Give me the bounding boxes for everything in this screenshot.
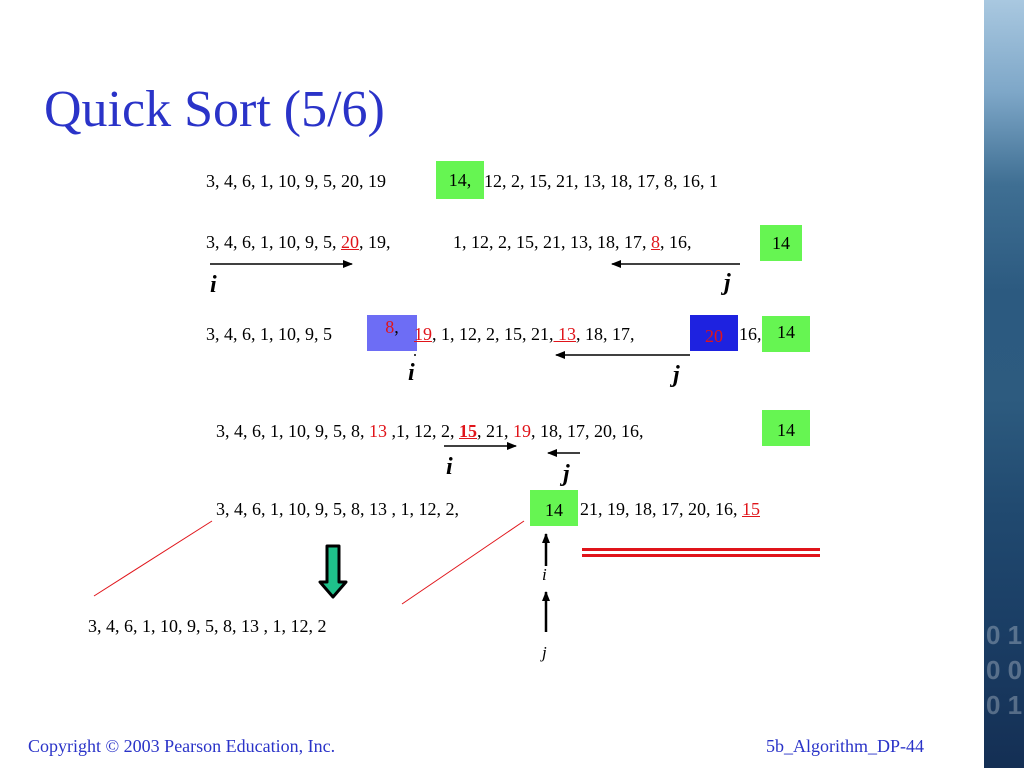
down-arrow-icon bbox=[318, 544, 348, 599]
decorative-sidebar bbox=[984, 0, 1024, 768]
pointer-j-label: j bbox=[673, 362, 680, 388]
row-text: 12, 2, 15, 21, 13, 18, 17, 8, 16, 1 bbox=[484, 171, 718, 191]
row-text: 3, 4, 6, 1, 10, 9, 5, 8, 13 , 1, 12, 2, bbox=[216, 499, 459, 519]
row-text: , 18, 17, 20, 16, bbox=[531, 421, 644, 441]
array-row-1: 3, 4, 6, 1, 10, 9, 5, 20, 19 bbox=[206, 169, 386, 193]
row-text: 3, 4, 6, 1, 10, 9, 5 bbox=[206, 324, 332, 344]
divider-bar bbox=[582, 548, 820, 551]
row-text: , 1, 12, 2, 15, 21, bbox=[432, 324, 554, 344]
pointer-i-label: i bbox=[446, 454, 453, 480]
row-text: 3, 4, 6, 1, 10, 9, 5, 20, 19 bbox=[206, 171, 386, 191]
row-text: , 16, bbox=[660, 232, 692, 252]
pointer-j-label: j bbox=[542, 643, 547, 662]
pivot-box: 14 bbox=[762, 410, 810, 446]
pointer-j-label: j bbox=[724, 270, 731, 296]
swap-box-i: 8, bbox=[367, 315, 417, 351]
swap-value: 20 bbox=[341, 232, 359, 252]
row-text: 16, bbox=[739, 324, 762, 344]
sidebar-pattern: 0 1 bbox=[986, 620, 1023, 650]
array-row-5: 3, 4, 6, 1, 10, 9, 5, 8, 13 , 1, 12, 2, bbox=[216, 497, 459, 521]
sidebar-pattern: 0 0 bbox=[986, 655, 1023, 685]
pivot-value: 14 bbox=[545, 500, 563, 520]
array-row-5-right: 21, 19, 18, 17, 20, 16, 15 bbox=[580, 497, 760, 521]
array-row-6: 3, 4, 6, 1, 10, 9, 5, 8, 13 , 1, 12, 2 bbox=[88, 614, 327, 638]
pointer-i-label: i bbox=[542, 565, 547, 584]
array-row-3: 3, 4, 6, 1, 10, 9, 5 bbox=[206, 322, 332, 346]
row-text: , 19, bbox=[359, 232, 391, 252]
pivot-box-final: 14 bbox=[530, 490, 578, 526]
row-text: 3, 4, 6, 1, 10, 9, 5, bbox=[206, 232, 341, 252]
swap-value: 19 bbox=[513, 421, 531, 441]
swap-box-j: 20 bbox=[690, 315, 738, 351]
array-row-2-right: 1, 12, 2, 15, 21, 13, 18, 17, 8, 16, bbox=[453, 230, 692, 254]
swap-value: 13 bbox=[553, 324, 576, 344]
swap-value: 15 bbox=[742, 499, 760, 519]
swap-value: 8 bbox=[385, 317, 395, 337]
array-row-3-mid: 19, 1, 12, 2, 15, 21, 13, 18, 17, bbox=[414, 322, 635, 346]
pivot-value: 14, bbox=[448, 170, 472, 190]
swap-value: 19 bbox=[414, 324, 432, 344]
pointer-j-label: j bbox=[563, 461, 570, 487]
array-row-3-end: 16, bbox=[739, 322, 762, 346]
row-text: ,1, 12, 2, bbox=[387, 421, 459, 441]
array-row-2: 3, 4, 6, 1, 10, 9, 5, 20, 19, bbox=[206, 230, 391, 254]
pivot-box: 14 bbox=[760, 225, 802, 261]
swap-value: 13 bbox=[369, 421, 387, 441]
slide-title: Quick Sort (5/6) bbox=[44, 81, 385, 138]
pivot-box: 14 bbox=[762, 316, 810, 352]
row-text: 1, 12, 2, 15, 21, 13, 18, 17, bbox=[453, 232, 651, 252]
swap-value: 8 bbox=[651, 232, 660, 252]
array-row-1-right: 12, 2, 15, 21, 13, 18, 17, 8, 16, 1 bbox=[484, 169, 718, 193]
divider-bar bbox=[582, 554, 820, 557]
sidebar-pattern: 0 1 bbox=[986, 690, 1023, 720]
pointer-i-label: i bbox=[210, 272, 217, 298]
pivot-box: 14, bbox=[436, 161, 484, 199]
row-text: 21, 19, 18, 17, 20, 16, bbox=[580, 499, 742, 519]
array-row-4: 3, 4, 6, 1, 10, 9, 5, 8, 13 ,1, 12, 2, 1… bbox=[216, 419, 644, 443]
row-text: , bbox=[394, 317, 399, 337]
footer-slide-id: 5b_Algorithm_DP-44 bbox=[766, 736, 925, 756]
row-text: , 18, 17, bbox=[576, 324, 635, 344]
row-text: 3, 4, 6, 1, 10, 9, 5, 8, bbox=[216, 421, 369, 441]
connector-line bbox=[93, 520, 213, 597]
row-text: , 21, bbox=[477, 421, 513, 441]
row-text: 3, 4, 6, 1, 10, 9, 5, 8, 13 , 1, 12, 2 bbox=[88, 616, 327, 636]
swap-value: 15 bbox=[459, 421, 477, 441]
pivot-value: 14 bbox=[777, 322, 795, 342]
pivot-value: 14 bbox=[772, 233, 790, 253]
pointer-i-label: i bbox=[408, 360, 415, 386]
footer-copyright: Copyright © 2003 Pearson Education, Inc. bbox=[28, 736, 336, 756]
pivot-value: 14 bbox=[777, 420, 795, 440]
swap-value: 20 bbox=[705, 326, 723, 346]
connector-line bbox=[401, 520, 525, 605]
